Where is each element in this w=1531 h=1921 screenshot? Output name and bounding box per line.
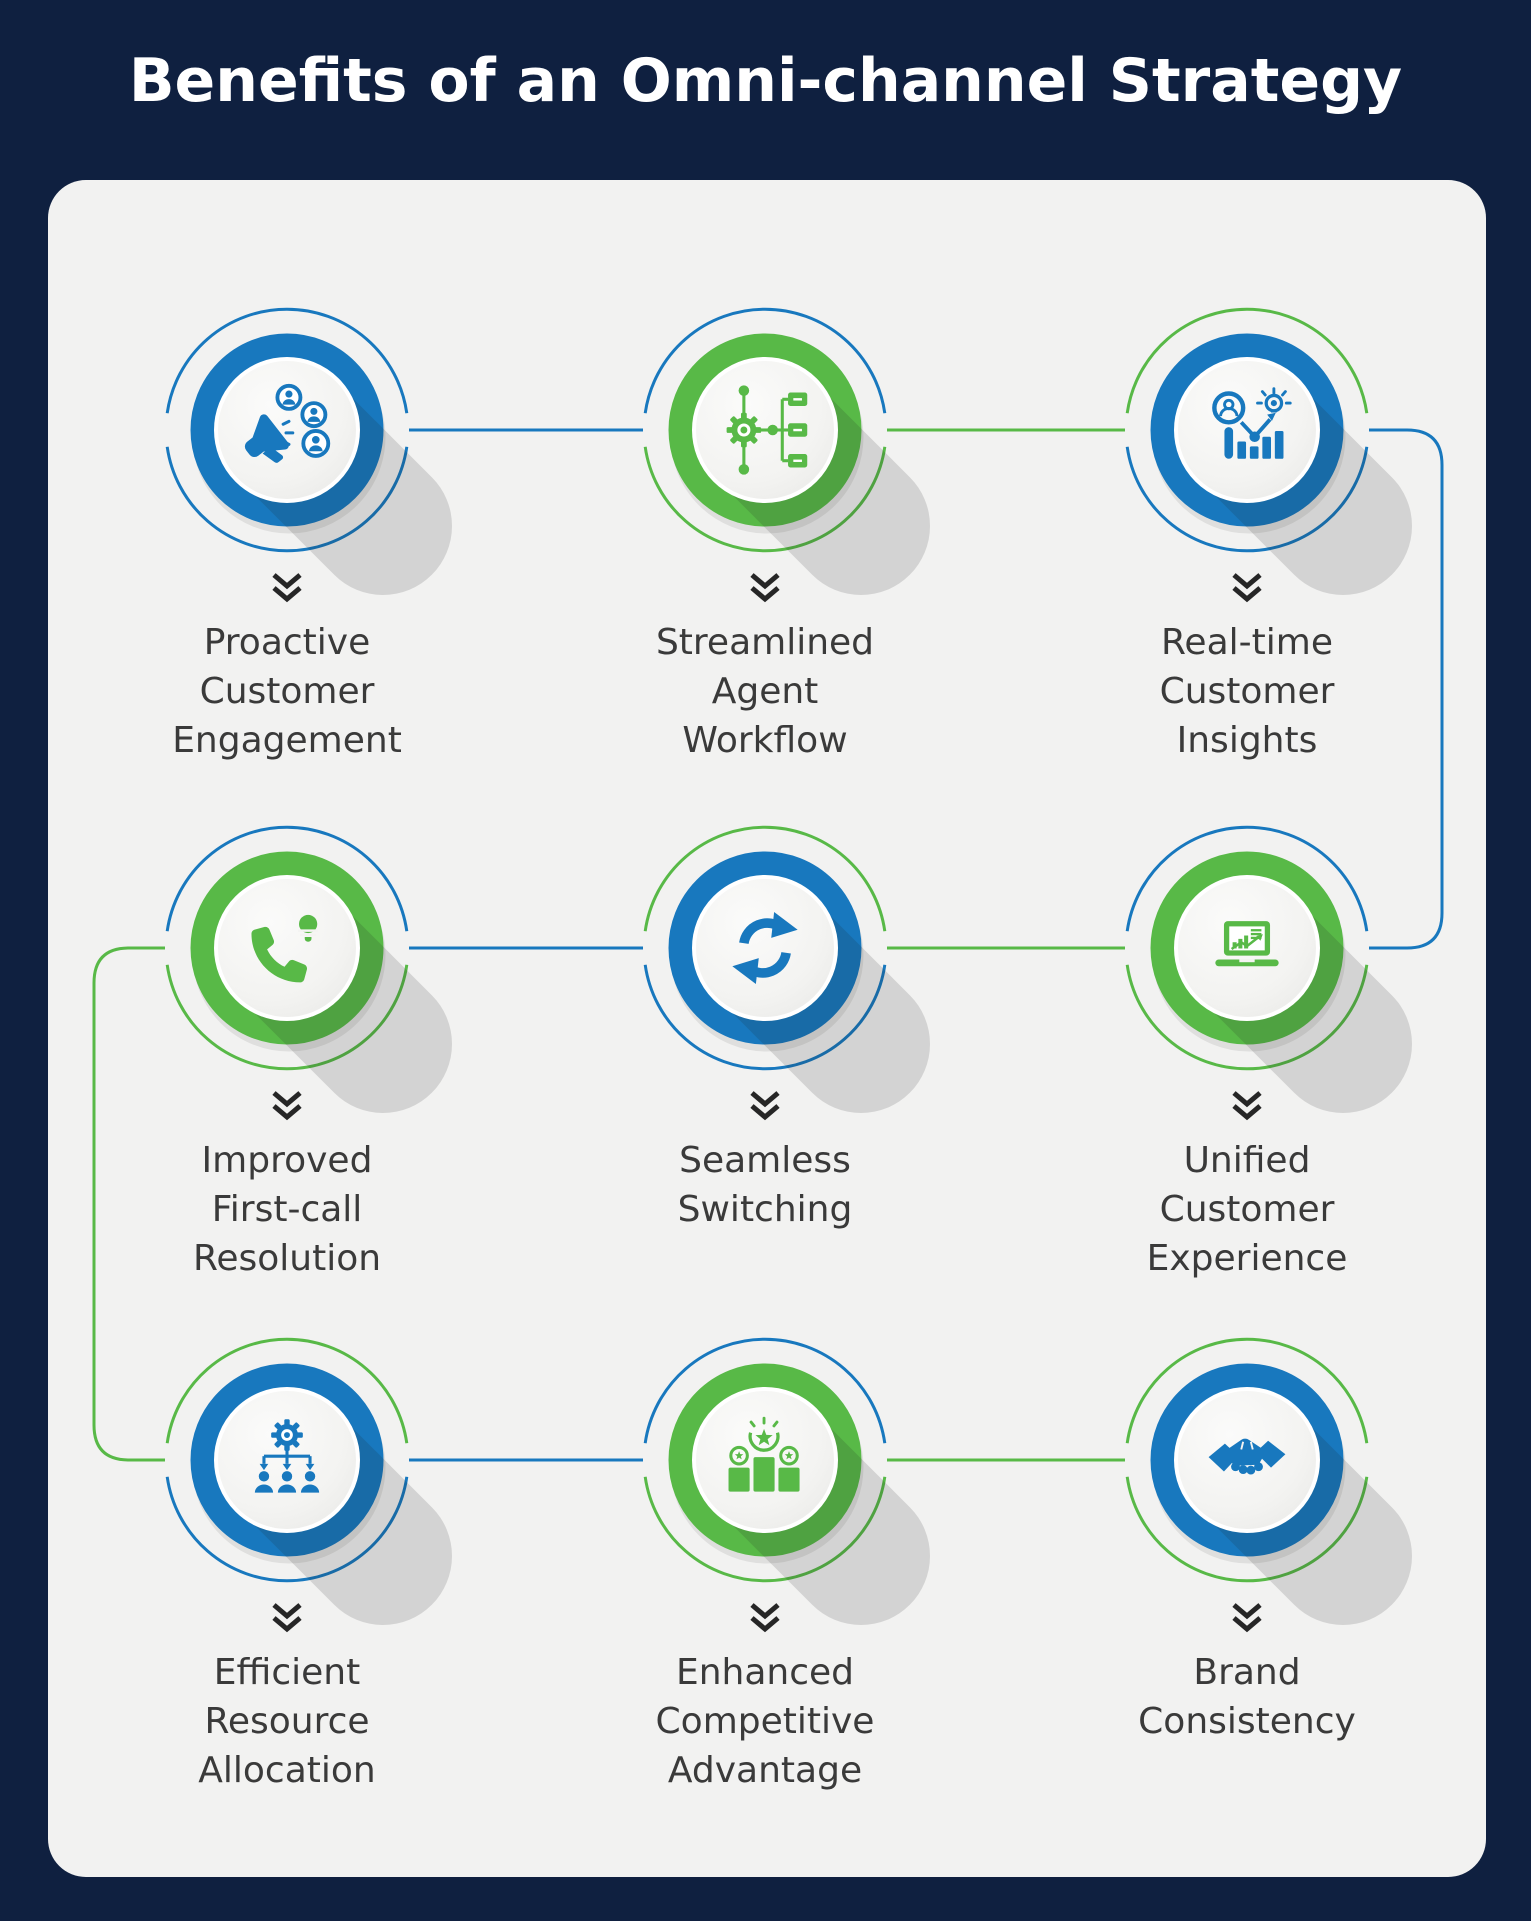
node-efficient-resource-allocation: Efficient Resource Allocation — [157, 1330, 452, 1791]
outer-ring-top-arc — [1125, 825, 1369, 932]
connector-right-vertical — [1369, 428, 1444, 950]
node-label: Seamless Switching — [677, 1140, 853, 1230]
outer-ring-top-arc — [165, 1337, 409, 1444]
icon-disc — [692, 875, 838, 1021]
node-label: Proactive Customer Engagement — [172, 622, 402, 761]
sync-arrows-icon — [732, 912, 798, 984]
magnifier-analytics-icon — [1212, 387, 1292, 459]
outer-ring-bottom-arc — [165, 1476, 409, 1583]
gear-hierarchy-icon — [254, 1419, 320, 1493]
node-label: Enhanced Competitive Advantage — [655, 1652, 875, 1791]
node-label: Real-time Customer Insights — [1159, 622, 1335, 761]
node-streamlined-agent-workflow: Streamlined Agent Workflow — [635, 300, 930, 761]
double-chevron-down-icon — [267, 1602, 307, 1634]
accent-ring — [190, 1363, 384, 1557]
outer-ring-top-arc — [643, 1337, 887, 1444]
node-real-time-customer-insights: Real-time Customer Insights — [1117, 300, 1412, 761]
double-chevron-down-icon — [1227, 1090, 1267, 1122]
double-chevron-down-icon — [745, 572, 785, 604]
outer-ring-top-arc — [1125, 307, 1369, 414]
icon-disc — [214, 875, 360, 1021]
handshake-icon — [1208, 1438, 1286, 1475]
outer-ring-bottom-arc — [1125, 964, 1369, 1071]
outer-ring-bottom-arc — [165, 964, 409, 1071]
node-label: Unified Customer Experience — [1146, 1140, 1348, 1279]
connector-lines — [92, 428, 1444, 1462]
node-seamless-switching: Seamless Switching — [635, 818, 930, 1230]
node-improved-first-call-resolution: Improved First-call Resolution — [157, 818, 452, 1279]
icon-disc — [214, 357, 360, 503]
double-chevron-down-icon — [1227, 572, 1267, 604]
node-brand-consistency: Brand Consistency — [1117, 1330, 1412, 1742]
infographic-card: Proactive Customer Engagement — [48, 180, 1486, 1877]
accent-ring — [190, 333, 384, 527]
double-chevron-down-icon — [267, 572, 307, 604]
phone-lightbulb-icon — [251, 914, 319, 983]
double-chevron-down-icon — [745, 1602, 785, 1634]
double-chevron-down-icon — [1227, 1602, 1267, 1634]
podium-stars-icon — [728, 1416, 800, 1492]
accent-ring — [1150, 333, 1344, 527]
node-label: Improved First-call Resolution — [192, 1140, 382, 1279]
node-label: Brand Consistency — [1138, 1652, 1356, 1742]
outer-ring-top-arc — [643, 825, 887, 932]
gear-workflow-icon — [726, 385, 808, 475]
accent-ring — [190, 851, 384, 1045]
double-chevron-down-icon — [267, 1090, 307, 1122]
node-label: Streamlined Agent Workflow — [655, 622, 875, 761]
outer-ring-bottom-arc — [1125, 446, 1369, 553]
outer-ring-bottom-arc — [165, 446, 409, 553]
node-proactive-customer-engagement: Proactive Customer Engagement — [157, 300, 452, 761]
outer-ring-top-arc — [165, 825, 409, 932]
accent-ring — [1150, 1363, 1344, 1557]
outer-ring-bottom-arc — [643, 446, 887, 553]
outer-ring-top-arc — [1125, 1337, 1369, 1444]
node-label: Efficient Resource Allocation — [198, 1652, 376, 1791]
outer-ring-top-arc — [165, 307, 409, 414]
accent-ring — [1150, 851, 1344, 1045]
connector-left-vertical — [92, 946, 165, 1462]
accent-ring — [668, 851, 862, 1045]
outer-ring-bottom-arc — [643, 1476, 887, 1583]
node-unified-customer-experience: Unified Customer Experience — [1117, 818, 1412, 1279]
accent-ring — [668, 333, 862, 527]
node-enhanced-competitive-advantage: Enhanced Competitive Advantage — [635, 1330, 930, 1791]
outer-ring-top-arc — [643, 307, 887, 414]
double-chevron-down-icon — [745, 1090, 785, 1122]
laptop-analytics-icon — [1215, 921, 1279, 967]
megaphone-audience-icon — [244, 383, 331, 463]
page-title: Benefits of an Omni-channel Strategy — [128, 46, 1403, 116]
outer-ring-bottom-arc — [1125, 1476, 1369, 1583]
accent-ring — [668, 1363, 862, 1557]
outer-ring-bottom-arc — [643, 964, 887, 1071]
